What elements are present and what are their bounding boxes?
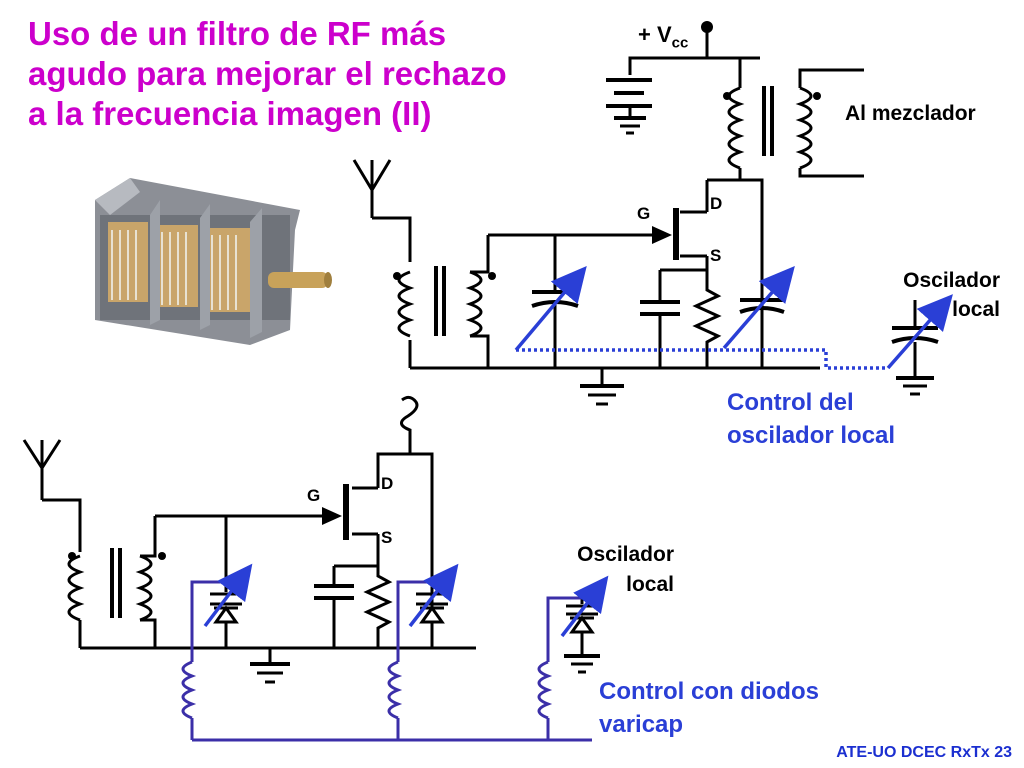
bottom-tuning-arrows — [203, 563, 609, 638]
bottom-source-label: S — [381, 528, 393, 547]
top-circuit — [352, 21, 939, 406]
bottom-gate-label: G — [307, 486, 321, 505]
page-title: Uso de un filtro de RF más agudo para me… — [28, 14, 548, 134]
top-oscillator-label: Oscilador local — [884, 266, 1000, 324]
bottom-drain-label: D — [381, 474, 394, 493]
bottom-oscillator-line1: Oscilador — [577, 543, 674, 566]
top-oscillator-line2: local — [952, 298, 1000, 321]
varicap-bias-network — [181, 580, 592, 742]
lo-control-line2: oscilador local — [727, 422, 896, 449]
top-oscillator-line1: Oscilador — [903, 269, 1000, 292]
bottom-circuit — [22, 395, 600, 684]
vcc-label: + Vcc — [638, 22, 688, 51]
lo-control-caption: Control del oscilador local — [727, 386, 895, 452]
varicap-control-caption: Control con diodos varicap — [599, 675, 819, 741]
title-line-2: agudo para mejorar el rechazo — [28, 55, 507, 92]
top-source-label: S — [710, 246, 722, 265]
top-gang-control — [514, 265, 953, 370]
variable-capacitor-photo — [95, 178, 332, 345]
top-drain-label: D — [710, 194, 723, 213]
title-line-3: a la frecuencia imagen (II) — [28, 95, 432, 132]
bottom-oscillator-line2: local — [626, 573, 674, 596]
mixer-label: Al mezclador — [845, 102, 976, 125]
title-line-1: Uso de un filtro de RF más — [28, 15, 447, 52]
vcc-plus-text: + V — [638, 22, 672, 47]
slide-footer: ATE-UO DCEC RxTx 23 — [836, 744, 1012, 761]
vcc-subscript: cc — [671, 34, 689, 52]
bottom-oscillator-label: Oscilador local — [556, 540, 674, 600]
lo-control-line1: Control del — [727, 389, 854, 416]
varicap-control-line2: varicap — [599, 711, 684, 738]
capacitor-rotor-plates — [108, 222, 250, 312]
top-gate-label: G — [637, 204, 651, 223]
varicap-control-line1: Control con diodos — [599, 678, 819, 705]
